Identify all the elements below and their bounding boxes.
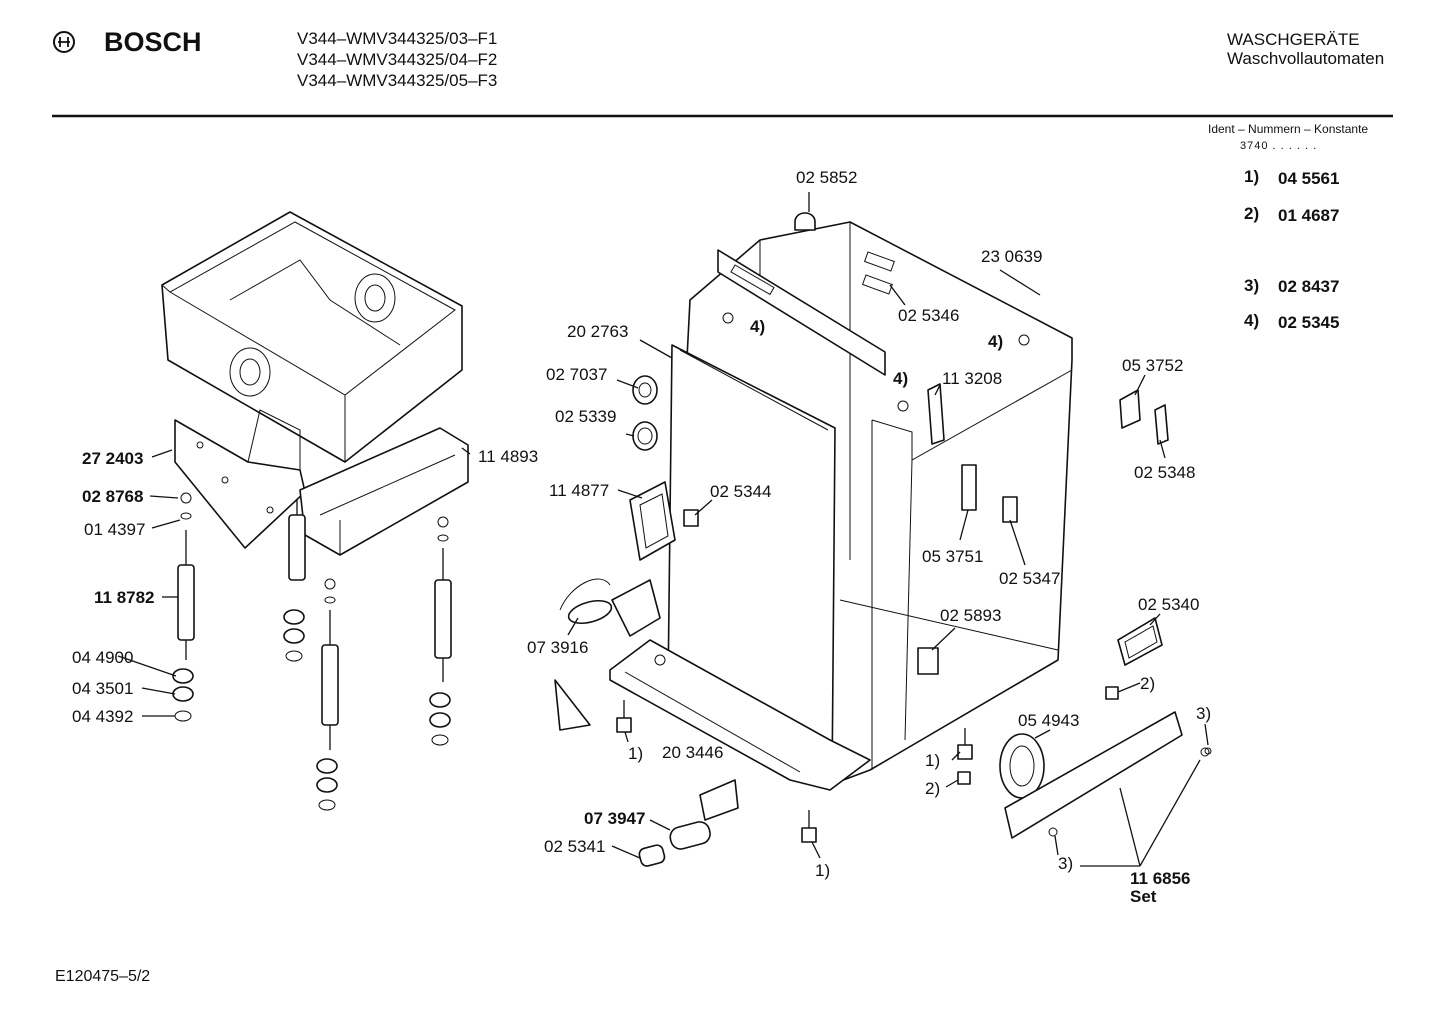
part-label: 02 5852 <box>796 168 858 187</box>
part-label: 4) <box>893 369 909 388</box>
ident-value-4: 02 5345 <box>1278 313 1340 332</box>
part-label: 02 5341 <box>544 837 606 856</box>
part-label: 27 2403 <box>82 449 144 468</box>
tub-housing-part <box>161 211 463 463</box>
model-line-3: V344–WMV344325/05–F3 <box>297 71 498 90</box>
ident-value-2: 01 4687 <box>1278 206 1340 225</box>
model-line-2: V344–WMV344325/04–F2 <box>297 50 498 69</box>
ident-code: 3740 . . . . . . <box>1240 140 1318 152</box>
base-frame-part <box>609 639 871 791</box>
category-title: WASCHGERÄTE <box>1227 30 1360 49</box>
part-label: 02 5347 <box>999 569 1061 588</box>
part-label: 11 8782 <box>94 588 155 607</box>
part-label: 3) <box>1058 854 1074 873</box>
part-label: 02 8768 <box>82 487 144 506</box>
part-label: 02 5346 <box>898 306 960 325</box>
part-label: 1) <box>925 751 941 770</box>
small-parts <box>554 212 1212 867</box>
brand-name: BOSCH <box>104 27 202 57</box>
part-label: 1) <box>628 744 644 763</box>
part-label: 3) <box>1196 704 1212 723</box>
ident-title: Ident – Nummern – Konstante <box>1208 122 1369 136</box>
part-label: 20 3446 <box>662 743 724 762</box>
ident-key-4: 4) <box>1244 311 1260 330</box>
part-label: 05 3751 <box>922 547 984 566</box>
ident-key-3: 3) <box>1244 276 1260 295</box>
ident-value-1: 04 5561 <box>1278 169 1340 188</box>
part-label: 2) <box>1140 674 1156 693</box>
part-label: 11 3208 <box>942 369 1003 388</box>
ident-value-3: 02 8437 <box>1278 277 1340 296</box>
ident-key-1: 1) <box>1244 167 1260 186</box>
part-label: 11 4877 <box>549 481 610 500</box>
part-label: 02 5340 <box>1138 595 1200 614</box>
part-label: 04 4900 <box>72 648 134 667</box>
footer-code: E120475–5/2 <box>55 968 151 985</box>
part-label: 05 3752 <box>1122 356 1184 375</box>
part-label: 02 5893 <box>940 606 1002 625</box>
leader-lines <box>117 192 1209 867</box>
part-label: 02 5339 <box>555 407 617 426</box>
part-label: 02 5344 <box>710 482 772 501</box>
part-label: 11 4893 <box>478 447 539 466</box>
subcategory-title: Waschvollautomaten <box>1227 49 1385 68</box>
part-label: 23 0639 <box>981 247 1043 266</box>
part-label: 04 3501 <box>72 679 134 698</box>
part-label: 11 6856 <box>1130 869 1191 888</box>
part-label: 07 3916 <box>527 638 589 657</box>
part-label: 07 3947 <box>584 809 646 828</box>
part-label: 1) <box>815 861 831 880</box>
part-label: 05 4943 <box>1018 711 1080 730</box>
part-label: 20 2763 <box>567 322 629 341</box>
model-line-1: V344–WMV344325/03–F1 <box>297 29 498 48</box>
part-label: 04 4392 <box>72 707 134 726</box>
part-label: 4) <box>750 317 766 336</box>
shock-absorbers <box>172 492 452 811</box>
part-label: 01 4397 <box>84 520 146 539</box>
part-label: Set <box>1130 887 1157 906</box>
ident-key-2: 2) <box>1244 204 1260 223</box>
part-label: 02 7037 <box>546 365 608 384</box>
top-rail-part <box>717 249 886 376</box>
part-label: 4) <box>988 332 1004 351</box>
bosch-logo-icon <box>53 31 75 53</box>
part-label: 2) <box>925 779 941 798</box>
bracket-part <box>174 409 306 549</box>
part-label: 02 5348 <box>1134 463 1196 482</box>
